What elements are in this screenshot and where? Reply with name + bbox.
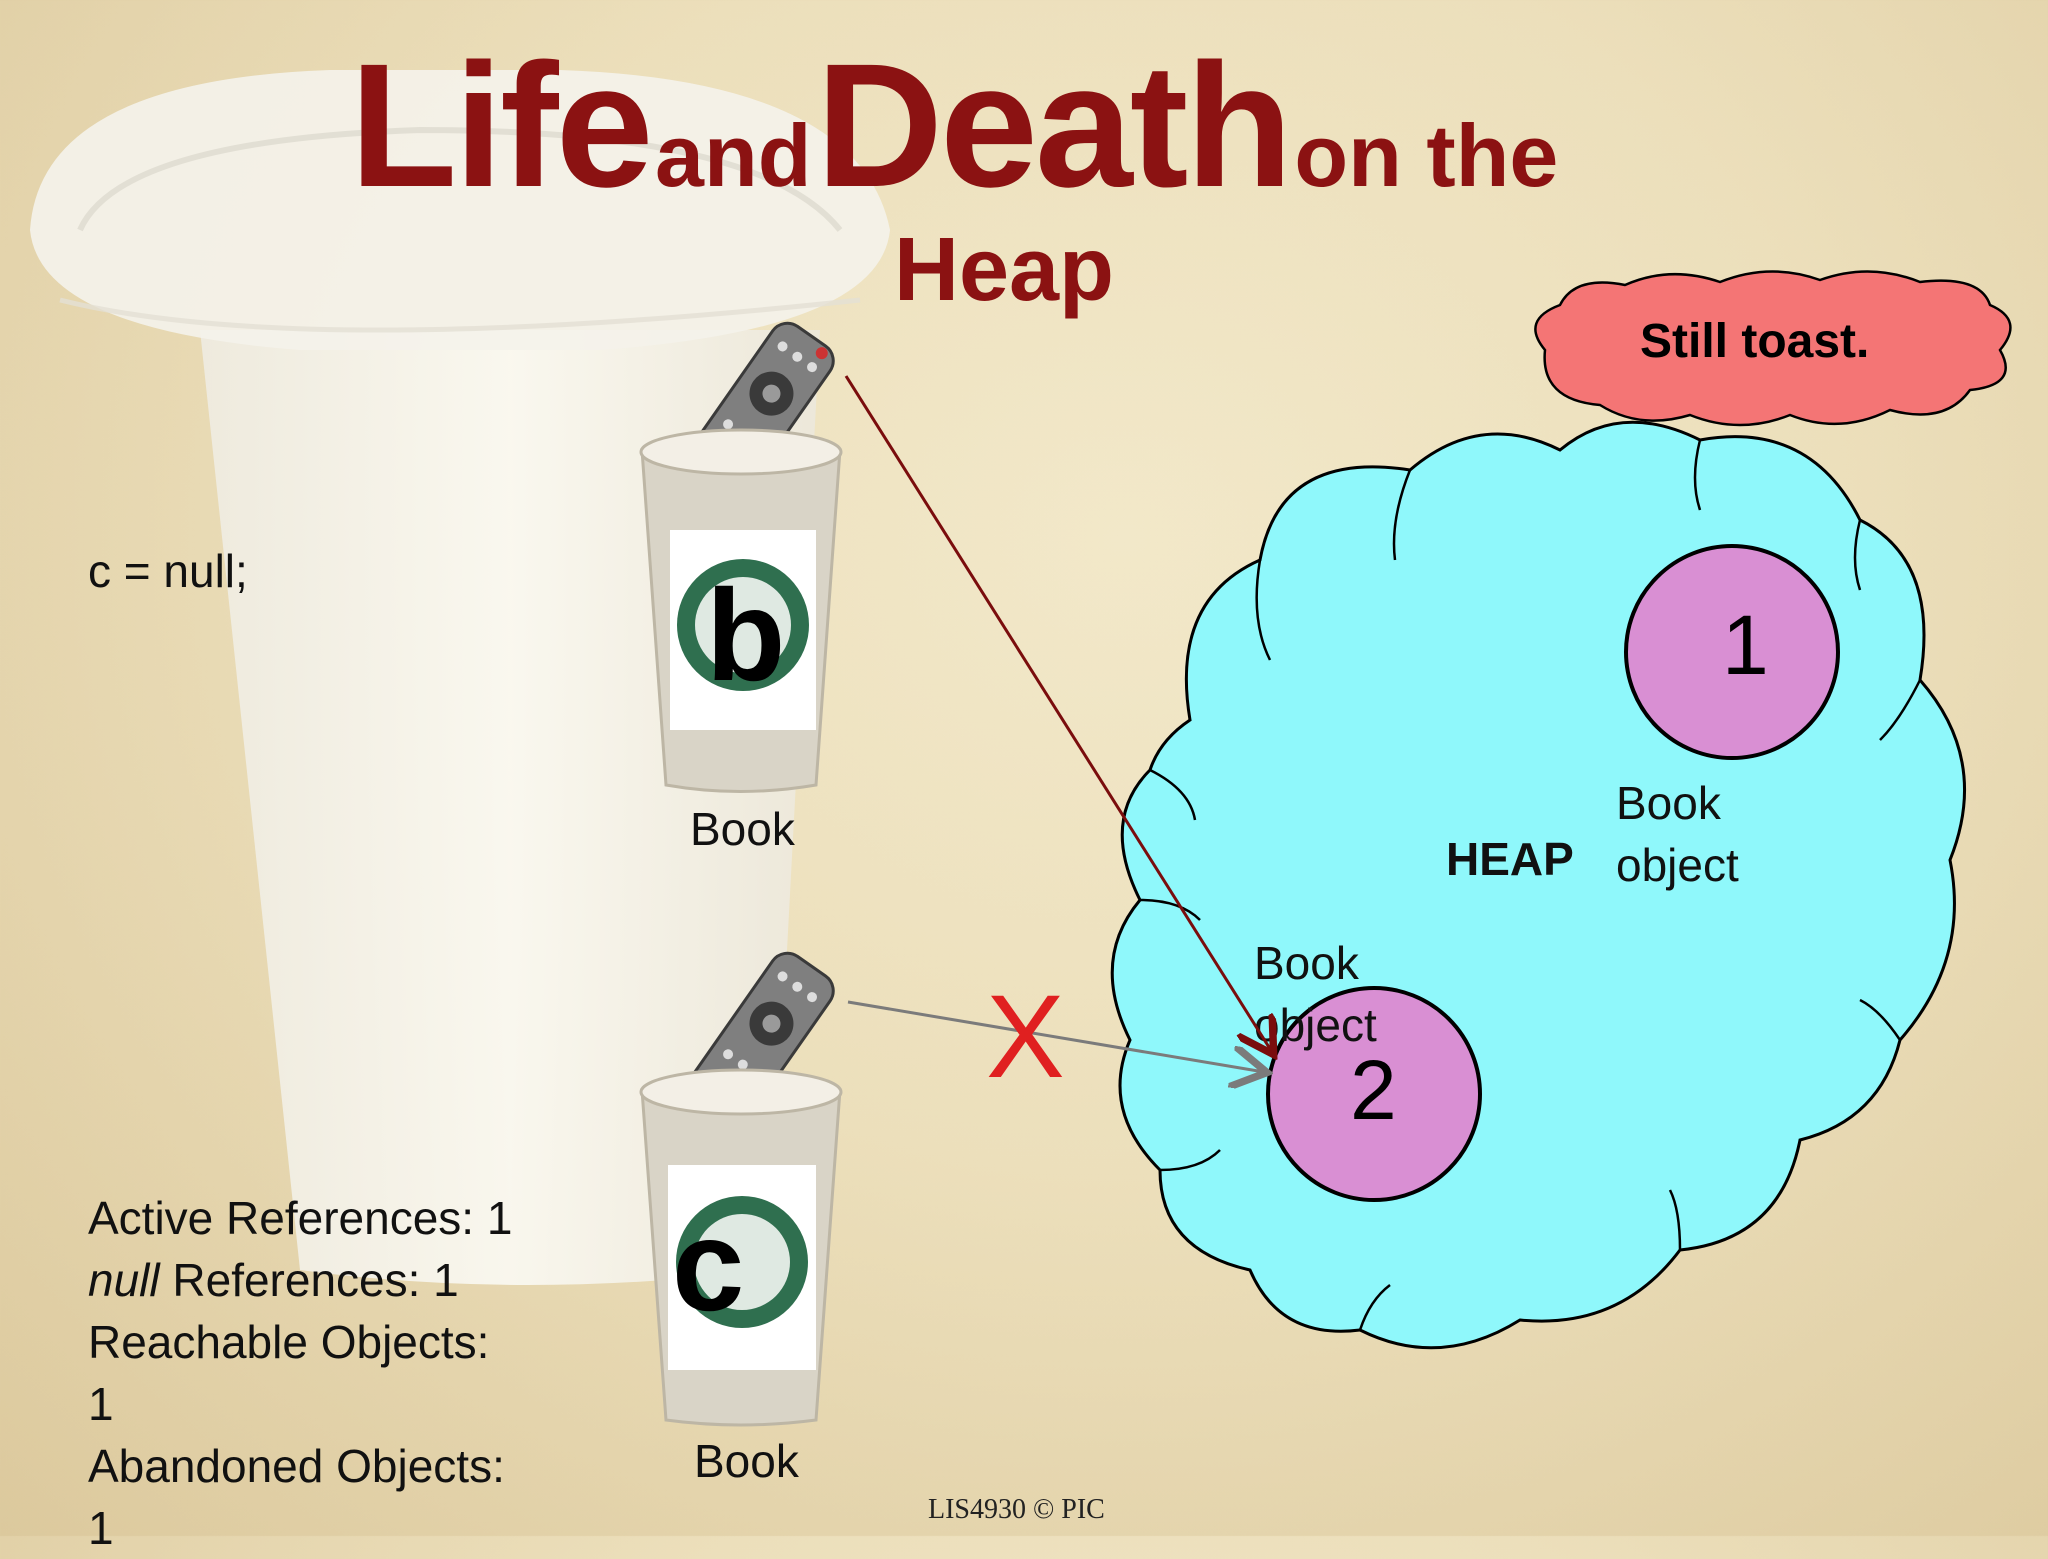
reachable-objects-text: Reachable Objects: xyxy=(88,1316,490,1368)
active-references-text: Active References: 1 xyxy=(88,1192,513,1244)
heap-label: HEAP xyxy=(1446,833,1574,885)
null-references-text: null References: 1 xyxy=(88,1249,608,1311)
heap-object-2-number: 2 xyxy=(1350,1043,1397,1137)
variable-b-name: b xyxy=(706,562,786,708)
reference-arrow-b xyxy=(844,375,1272,1052)
slide-title-line2: Heap xyxy=(0,225,2028,315)
reachable-objects-count: 1 xyxy=(88,1378,114,1430)
null-keyword: null xyxy=(88,1254,160,1306)
heap-object-2-label-line1: Book xyxy=(1254,937,1359,989)
title-word-on-the: on the xyxy=(1294,106,1559,205)
slide-footer: LIS4930 © PIC xyxy=(928,1494,1105,1525)
reference-cup-c xyxy=(639,951,843,1427)
reference-stats: Active References: 1 null References: 1 … xyxy=(88,1187,608,1559)
heap-object-2 xyxy=(1266,986,1482,1202)
callout-text: Still toast. xyxy=(1640,315,1870,368)
callout-cloud xyxy=(1534,270,2012,427)
reference-cup-b xyxy=(639,321,843,793)
title-word-life: Life xyxy=(349,28,654,224)
variable-c-name: c xyxy=(672,1192,745,1338)
heap-object-1-label-line1: Book xyxy=(1616,777,1721,829)
code-statement: c = null; xyxy=(88,545,248,597)
reference-arrow-c-null xyxy=(847,1000,1264,1072)
variable-c-type: Book xyxy=(694,1435,799,1487)
heap-object-1-label-line2: object xyxy=(1616,839,1739,891)
broken-reference-x: X xyxy=(986,971,1065,1103)
heap-object-1 xyxy=(1624,544,1840,760)
heap-object-1-label: Book object xyxy=(1616,772,1739,896)
title-word-death: Death xyxy=(815,28,1293,224)
variable-b-type: Book xyxy=(690,803,795,855)
title-word-heap: Heap xyxy=(893,220,1115,320)
heap-object-1-number: 1 xyxy=(1722,598,1769,692)
abandoned-objects-text: Abandoned Objects: xyxy=(88,1440,505,1492)
null-references-rest: References: 1 xyxy=(159,1254,459,1306)
title-word-and: and xyxy=(655,106,812,205)
slide-title: Life and Death on the xyxy=(0,38,1978,214)
